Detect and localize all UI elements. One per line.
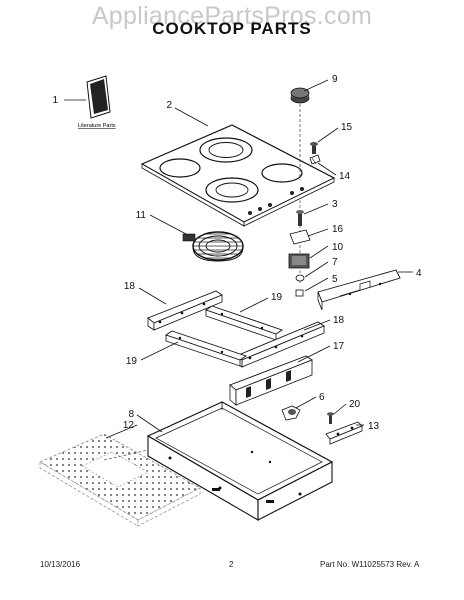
knob-clip[interactable] (309, 154, 321, 165)
callout-7: 7 (332, 257, 338, 268)
callout-12: 12 (123, 420, 135, 431)
callout-9: 9 (332, 74, 338, 85)
cross-brace-upper[interactable] (204, 305, 284, 341)
cross-brace-lower[interactable] (164, 330, 248, 367)
page-title: COOKTOP PARTS (152, 19, 312, 38)
watermark: AppliancePartsPros.com (91, 2, 373, 30)
callout-11: 11 (136, 210, 147, 221)
callout-16: 16 (332, 224, 344, 235)
rear-bracket[interactable] (229, 355, 313, 406)
callout-13: 13 (368, 421, 380, 432)
cooktop-glass[interactable] (140, 124, 336, 227)
callout-18-upper: 18 (124, 281, 136, 292)
burner-box[interactable] (146, 401, 334, 521)
footer-page-number: 2 (229, 560, 234, 569)
switch-shaft[interactable] (296, 210, 304, 226)
radiant-surface-element[interactable] (182, 231, 244, 262)
callout-10: 10 (332, 242, 344, 253)
callout-14: 14 (339, 171, 351, 182)
callout-1: 1 (52, 95, 58, 106)
support-rail-upper[interactable] (147, 290, 223, 331)
switch-nut[interactable] (295, 274, 305, 282)
callout-2: 2 (166, 100, 172, 111)
literature-parts[interactable]: Literature Parts (78, 75, 116, 129)
callout-8: 8 (128, 409, 134, 420)
mounting-bracket[interactable] (289, 229, 311, 245)
callout-17: 17 (333, 341, 345, 352)
callout-6: 6 (319, 392, 325, 403)
switch-spacer[interactable] (295, 289, 304, 297)
callout-18-lower: 18 (333, 315, 345, 326)
footer-date: 10/13/2016 (40, 560, 81, 569)
callout-19-upper: 19 (271, 292, 283, 303)
mounting-screw[interactable] (327, 412, 334, 424)
bottom-shield[interactable] (39, 433, 201, 527)
footer-part-number: Part No. W11025573 Rev. A (320, 560, 420, 569)
callout-4: 4 (416, 268, 422, 279)
callout-3: 3 (332, 199, 338, 210)
callout-19-lower: 19 (126, 356, 138, 367)
callout-5: 5 (332, 274, 338, 285)
screw-part[interactable] (310, 142, 318, 154)
literature-label: Literature Parts (78, 123, 116, 129)
terminal-bracket[interactable] (325, 421, 363, 445)
infinite-switch[interactable] (288, 253, 310, 269)
callout-15: 15 (341, 122, 353, 133)
limit-switch[interactable] (281, 405, 301, 421)
control-bracket[interactable] (317, 269, 401, 311)
callout-20: 20 (349, 399, 361, 410)
